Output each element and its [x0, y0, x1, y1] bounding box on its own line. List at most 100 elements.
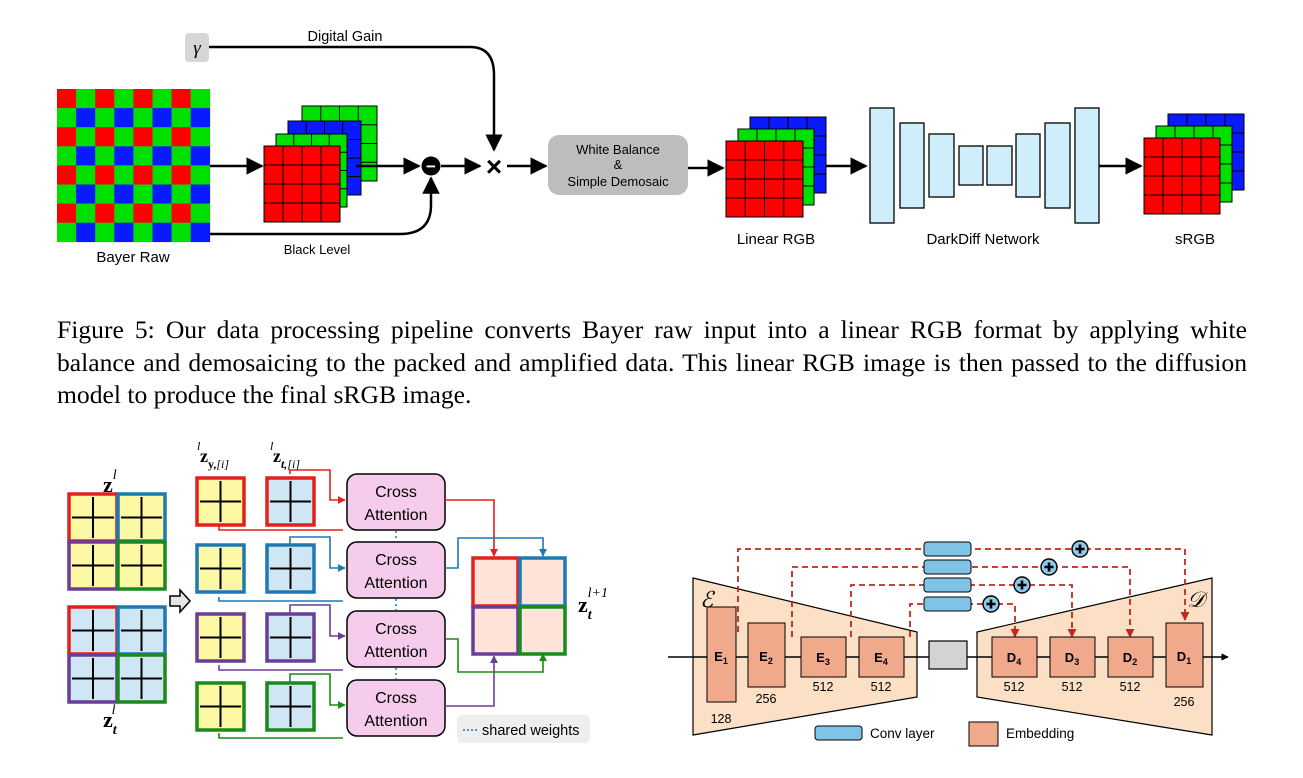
route-green-t	[289, 673, 346, 709]
bayer-pixel	[95, 203, 115, 223]
svg-text:D4: D4	[1007, 650, 1021, 667]
network-block	[986, 145, 1013, 186]
decoder-block-d3: D3 512	[1049, 636, 1096, 694]
route-blue-y	[218, 597, 343, 602]
route-blue-out	[445, 537, 547, 569]
bayer-pixel	[190, 222, 211, 243]
bayer-pixel	[171, 203, 191, 223]
network-block	[958, 145, 984, 186]
subtract-node	[421, 156, 441, 176]
plus-icon	[986, 599, 996, 609]
z-y-patch-label: zy,[i]l	[197, 439, 229, 471]
conv-layer	[923, 596, 972, 612]
skip-connection-1	[737, 548, 1190, 632]
svg-text:E4: E4	[874, 650, 888, 667]
decoder-channels: 512	[1004, 680, 1025, 694]
digital-gain-arrow	[209, 45, 503, 152]
bayer-pixel	[133, 184, 153, 204]
shared-weights-legend	[457, 715, 590, 743]
bayer-pixel	[190, 203, 211, 223]
bayer-pixel	[152, 108, 172, 128]
patch-grids	[67, 476, 316, 732]
svg-text:Cross: Cross	[375, 690, 417, 707]
packed-rgbg-stack	[263, 105, 378, 223]
wb-line-3: Simple Demosaic	[567, 174, 669, 189]
unet-figure: ℰ 𝒟 E1 128 E2 256	[668, 540, 1229, 747]
route-green-out	[445, 638, 547, 673]
svg-text:Cross: Cross	[375, 621, 417, 638]
multiply-symbol: ×	[486, 151, 502, 182]
svg-text:Cross: Cross	[375, 484, 417, 501]
bayer-pixel	[171, 222, 191, 243]
bayer-pixel	[152, 89, 172, 109]
encoder-block-e3: E3 512	[800, 636, 847, 694]
decoder-channels: 256	[1174, 695, 1195, 709]
bayer-pixel	[57, 184, 77, 204]
z-t-label: ztl	[103, 703, 118, 738]
zy-patch-green-border	[116, 540, 167, 591]
network-label: DarkDiff Network	[926, 231, 1040, 248]
bayer-pixel	[152, 146, 172, 166]
decoder-symbol: 𝒟	[1187, 587, 1209, 612]
bayer-pixel	[76, 165, 96, 185]
zy-split-patch-border	[195, 612, 246, 663]
shared-weights-label: shared weights	[482, 723, 580, 739]
bayer-pixel	[171, 127, 191, 147]
bayer-pixel	[171, 184, 191, 204]
black-level-label: Black Level	[284, 242, 351, 257]
zy-split-patch-border	[195, 476, 246, 527]
bayer-pixel	[133, 108, 153, 128]
bayer-pixel	[114, 108, 134, 128]
bayer-pixel	[114, 127, 134, 147]
bottleneck-block	[928, 640, 968, 670]
cross-attention-box: Cross Attention	[346, 541, 446, 599]
bayer-pixel	[95, 127, 115, 147]
srgb-label: sRGB	[1175, 231, 1215, 248]
decoder-channels: 512	[1062, 680, 1083, 694]
encoder-symbol: ℰ	[700, 587, 716, 612]
bayer-pixel	[152, 165, 172, 185]
decoder-block-d4: D4 512	[991, 636, 1038, 694]
bayer-pixel	[114, 203, 134, 223]
cross-attention-box: Cross Attention	[346, 473, 446, 531]
zt-split-patch-border	[265, 681, 316, 732]
bayer-pixel	[114, 184, 134, 204]
gamma-symbol: γ	[193, 38, 201, 59]
decoder-channels: 512	[1120, 680, 1141, 694]
legend-conv-swatch	[814, 725, 863, 741]
encoder-block-e1: E1 128	[706, 606, 737, 726]
encoder-channels: 128	[711, 712, 732, 726]
plus-nodes	[982, 540, 1089, 613]
svg-text:Attention: Attention	[364, 507, 427, 524]
wb-line-1: White Balance	[576, 142, 660, 157]
bayer-raw-label: Bayer Raw	[96, 249, 170, 266]
route-red-y	[218, 526, 343, 531]
bayer-pixel	[95, 184, 115, 204]
bayer-pixel	[171, 89, 191, 109]
route-red-t	[289, 469, 346, 504]
plus-icon	[1017, 580, 1027, 590]
conv-layer	[923, 577, 972, 593]
bayer-pixel	[57, 89, 77, 109]
bayer-pixel	[152, 203, 172, 223]
skip-connection-2	[791, 566, 1135, 638]
bayer-pixel	[76, 127, 96, 147]
bayer-raw-mosaic	[57, 89, 211, 243]
wb-line-2: &	[614, 157, 623, 172]
cross-attention-box: Cross Attention	[346, 679, 446, 737]
encoder-channels: 256	[756, 692, 777, 706]
linear-rgb-stack	[725, 116, 827, 218]
output-patch-red	[471, 556, 520, 608]
network-block	[1044, 122, 1071, 209]
bayer-pixel	[171, 108, 191, 128]
conv-layer	[923, 541, 972, 557]
bayer-pixel	[190, 108, 211, 128]
encoder-channels: 512	[813, 680, 834, 694]
bayer-pixel	[76, 108, 96, 128]
encoder-channels: 512	[871, 680, 892, 694]
white-balance-box	[548, 135, 688, 195]
legend-embedding-swatch	[968, 721, 999, 747]
legend-conv-label: Conv layer	[870, 726, 935, 741]
svg-text:D1: D1	[1177, 649, 1191, 666]
